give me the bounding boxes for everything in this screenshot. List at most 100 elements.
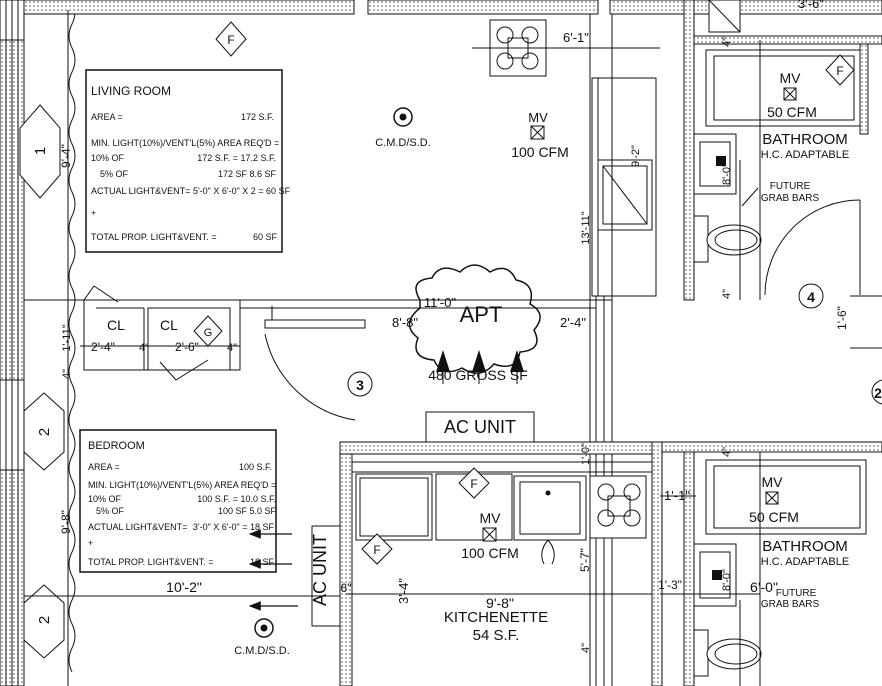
svg-text:+: + <box>91 208 96 218</box>
svg-text:5% OF: 5% OF <box>96 506 125 516</box>
svg-text:2: 2 <box>36 616 53 624</box>
top-wall <box>23 0 355 15</box>
bath2-toilet <box>693 629 762 677</box>
svg-text:5% OF: 5% OF <box>100 169 129 179</box>
dim-9-4: 9'-4" <box>59 144 73 168</box>
exhaust-fan-bath1-icon <box>783 87 797 101</box>
dim-4-cl2: 4" <box>227 342 237 354</box>
svg-text:ACTUAL LIGHT&VENT= 5'-0" X 6'-: ACTUAL LIGHT&VENT= 5'-0" X 6'-0" X 2 = 6… <box>91 186 291 196</box>
bath1-cfm-label: 50 CFM <box>767 104 817 120</box>
dim-13-11: 13'-11" <box>580 211 592 244</box>
finish-tag-kitchen: F <box>458 467 490 499</box>
ac-unit-side: AC UNIT <box>310 525 341 627</box>
bath2-mv-label: MV <box>762 474 784 490</box>
dim-1-6: 1'-6" <box>835 306 849 330</box>
bath2-grab-line1: FUTURE <box>776 588 817 599</box>
bath1-toilet <box>693 215 762 263</box>
dim-11-0: 11'-0" <box>424 295 457 310</box>
bath2-grab-line2: GRAB BARS <box>761 599 820 610</box>
dim-1-3: 1'-3" <box>658 578 682 592</box>
dim-6-0: 6'-0" <box>750 579 778 595</box>
curtain-line <box>68 0 76 673</box>
dim-9-2: 9'-2" <box>630 145 642 167</box>
svg-text:2: 2 <box>36 428 53 436</box>
living-cfm-label: 100 CFM <box>511 144 569 160</box>
svg-text:G: G <box>204 327 213 339</box>
svg-text:4: 4 <box>807 289 815 305</box>
dim-4-bottom: 4" <box>580 643 592 653</box>
svg-text:3: 3 <box>356 377 364 393</box>
exhaust-fan-living-icon <box>530 125 545 140</box>
kitchen-sink <box>513 475 587 541</box>
closet-left-label: CL <box>107 317 125 333</box>
bath1-grab-line1: FUTURE <box>770 181 811 192</box>
svg-text:10% OF: 10% OF <box>91 153 125 163</box>
closet-right-label: CL <box>160 317 178 333</box>
bedroom-cmd-label: C.M.D/S.D. <box>234 645 290 657</box>
exterior-wall-left <box>0 0 25 686</box>
living-cmd-label: C.M.D/S.D. <box>375 137 431 149</box>
bath2-subtitle: H.C. ADAPTABLE <box>761 556 849 568</box>
dim-9-8: 9'-8" <box>59 510 73 534</box>
dim-8-8: 8'-8" <box>392 315 418 330</box>
living-mv-label: MV <box>528 110 548 125</box>
dim-1-0: 1'-0" <box>580 443 592 465</box>
fridge <box>355 473 433 541</box>
svg-text:172 S.F.: 172 S.F. <box>241 112 274 122</box>
finish-tag-top: F <box>215 21 247 57</box>
finish-tag-bath1: F <box>825 54 855 86</box>
window-tag-2a: 2 <box>23 392 65 471</box>
dim-2-6: 2'-6" <box>175 340 199 354</box>
bath2-cfm-label: 50 CFM <box>749 509 799 525</box>
svg-text:172 SF 8.6 SF: 172 SF 8.6 SF <box>218 169 277 179</box>
bath2-title: BATHROOM <box>762 538 848 555</box>
bath1-vanity <box>693 133 737 195</box>
living-schedule-title: LIVING ROOM <box>91 84 171 98</box>
ac-unit-side-label: AC UNIT <box>310 534 330 606</box>
room-tag-4: 4 <box>798 283 824 309</box>
finish-tag-kitchen-left: F <box>361 533 393 565</box>
kitchen-cfm-label: 100 CFM <box>461 545 519 561</box>
svg-text:+: + <box>88 538 93 548</box>
svg-text:100 SF 5.0 SF: 100 SF 5.0 SF <box>218 506 277 516</box>
smoke-detector-living-icon <box>393 107 413 127</box>
svg-text:100 S.F.: 100 S.F. <box>239 462 272 472</box>
dim-3-6: 3'-6" <box>798 0 824 11</box>
smoke-detector-bedroom-icon <box>254 618 274 638</box>
bath1-grab-line2: GRAB BARS <box>761 193 820 204</box>
bedroom-schedule: BEDROOM AREA = 100 S.F. MIN. LIGHT(10%)/… <box>79 429 277 573</box>
svg-text:TOTAL PROP. LIGHT&VENT. =: TOTAL PROP. LIGHT&VENT. = <box>88 557 213 567</box>
dim-4-bath1-top: 4" <box>721 37 733 47</box>
bath2-tub <box>705 459 867 535</box>
dim-4-cl1: 4" <box>139 342 149 354</box>
dim-4-left: 4" <box>61 369 73 379</box>
svg-text:1: 1 <box>32 147 49 155</box>
svg-text:F: F <box>836 64 843 78</box>
dim-5-7: 5'-7" <box>578 548 592 572</box>
bath1-title: BATHROOM <box>762 131 848 148</box>
svg-text:10% OF: 10% OF <box>88 494 122 504</box>
dim-2-4-right: 2'-4" <box>560 315 586 330</box>
svg-text:60 SF: 60 SF <box>253 232 278 242</box>
kitchen-title: KITCHENETTE <box>444 609 548 626</box>
bath1-subtitle: H.C. ADAPTABLE <box>761 149 849 161</box>
svg-text:ACTUAL LIGHT&VENT=: ACTUAL LIGHT&VENT= <box>88 522 187 532</box>
svg-text:100 S.F. = 10.0 S.F.: 100 S.F. = 10.0 S.F. <box>197 494 276 504</box>
window-tag-2b: 2 <box>23 584 65 659</box>
dim-6-1: 6'-1" <box>563 30 589 45</box>
dim-8-0-bottom: 8'-0" <box>721 569 733 591</box>
kitchen-wall-top <box>339 441 653 455</box>
bath1-wall <box>683 0 695 301</box>
apt-cloud-label: APT <box>460 302 503 327</box>
apt-area-cloud: APT <box>408 264 541 374</box>
svg-text:F: F <box>227 33 234 47</box>
ac-unit-top: AC UNIT <box>425 411 535 443</box>
dim-2-4-left: 2'-4" <box>91 340 115 354</box>
room-tag-2-edge: 2 <box>871 379 882 405</box>
dim-8-0-top: 8'-0" <box>721 163 733 185</box>
apt-gross-label: 480 GROSS SF <box>428 367 528 383</box>
dim-4-bath2: 4" <box>721 447 733 457</box>
kitchen-area: 54 S.F. <box>473 627 520 644</box>
svg-text:172 S.F. = 17.2 S.F.: 172 S.F. = 17.2 S.F. <box>197 153 276 163</box>
ac-unit-top-label: AC UNIT <box>444 417 516 437</box>
